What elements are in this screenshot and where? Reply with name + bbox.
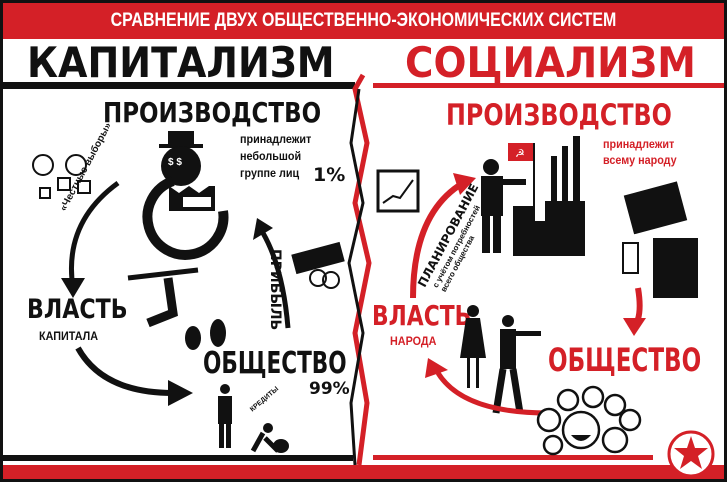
society-to-power-arrow-icon — [425, 358, 549, 416]
socialism-production-note: принадлежит всему народу — [603, 136, 677, 168]
divider-lines — [3, 73, 724, 479]
money-bags-icon — [32, 154, 91, 199]
profit-arrow-icon — [253, 218, 345, 329]
capitalism-power-label: ВЛАСТЬ — [27, 294, 128, 325]
socialism-society-label: ОБЩЕСТВО — [548, 341, 702, 379]
goods-icon — [622, 181, 698, 336]
capitalist-factory-icon: $ $ — [142, 131, 229, 260]
poor-people-icon — [218, 384, 289, 453]
power-to-society-arrow-icon — [75, 346, 193, 406]
capitalism-production-label: ПРОИЗВОДСТВО — [103, 96, 322, 129]
capitalism-production-percent: 1% — [313, 164, 346, 186]
note-line: принадлежит — [603, 137, 675, 151]
socialism-production-label: ПРОИЗВОДСТВО — [446, 98, 672, 132]
socialism-power-of: НАРОДА — [390, 334, 437, 348]
socialist-factory-icon: ☭ — [481, 136, 585, 256]
socialism-title: СОЦИАЛИЗМ — [405, 39, 696, 88]
svg-text:$ $: $ $ — [168, 157, 182, 168]
capitalism-power-of: КАПИТАЛА — [39, 329, 99, 343]
capitalism-society-percent: 99% — [309, 379, 350, 399]
baton-fist-icon — [127, 267, 226, 350]
planning-arrow-icon — [410, 173, 476, 299]
capitalism-production-note: принадлежит небольшой группе лиц — [240, 131, 311, 182]
note-line: небольшой — [240, 149, 302, 163]
socialism-power-label: ВЛАСТЬ — [372, 299, 472, 332]
profit-label: ПРИБЫЛЬ — [267, 249, 283, 331]
workers-icon — [460, 305, 541, 414]
note-line: всему народу — [603, 153, 677, 167]
growth-chart-icon — [376, 169, 420, 213]
capitalism-title: КАПИТАЛИЗМ — [27, 39, 335, 88]
svg-text:☭: ☭ — [515, 148, 525, 160]
elections-arrow-icon — [61, 180, 120, 298]
happy-faces-icon — [536, 385, 642, 456]
banner-title: СРАВНЕНИЕ ДВУХ ОБЩЕСТВЕННО-ЭКОНОМИЧЕСКИХ… — [110, 10, 617, 31]
united-labour-front-logo — [667, 430, 715, 478]
title-banner — [3, 3, 724, 39]
note-line: принадлежит — [240, 132, 312, 146]
capitalism-society-label: ОБЩЕСТВО — [203, 346, 347, 381]
note-line: группе лиц — [240, 166, 300, 180]
